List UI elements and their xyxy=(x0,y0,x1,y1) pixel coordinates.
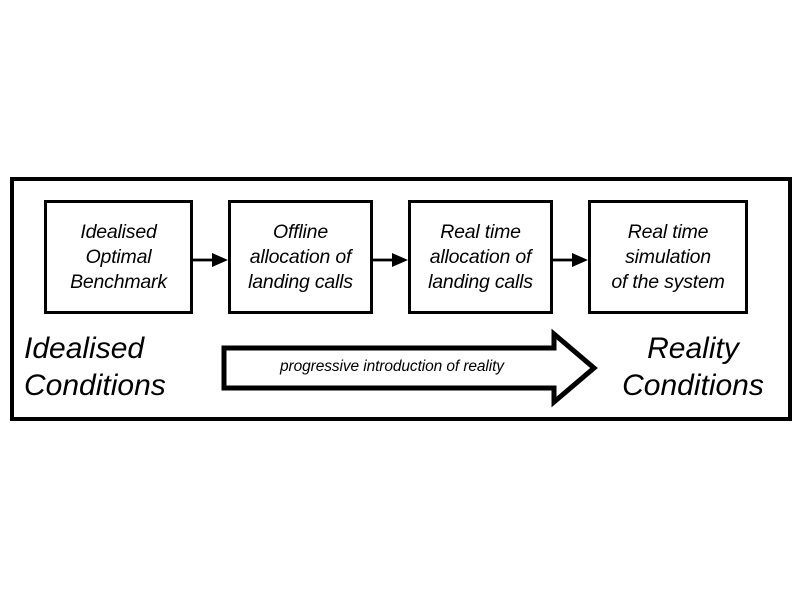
stage-box-offline-allocation-of-landing-calls: Offline allocation of landing calls xyxy=(228,200,373,314)
arrow-right-icon xyxy=(373,253,408,267)
stage-box-real-time-simulation-of-the-system: Real time simulation of the system xyxy=(588,200,748,314)
stage-label: Idealised Optimal Benchmark xyxy=(70,220,167,293)
caption-idealised-conditions: Idealised Conditions xyxy=(24,332,166,402)
arrow-right-icon xyxy=(193,253,228,267)
progressive-arrow-label: progressive introduction of reality xyxy=(280,358,504,375)
stage-label: Real time allocation of landing calls xyxy=(428,220,533,293)
stage-label: Offline allocation of landing calls xyxy=(248,220,353,293)
arrow-right-icon xyxy=(553,253,588,267)
stage-box-real-time-allocation-of-landing-calls: Real time allocation of landing calls xyxy=(408,200,553,314)
stage-label: Real time simulation of the system xyxy=(611,220,725,293)
progressive-arrow-shape xyxy=(221,328,598,408)
caption-reality-conditions: Reality Conditions xyxy=(622,332,764,402)
stage-box-idealised-optimal-benchmark: Idealised Optimal Benchmark xyxy=(44,200,193,314)
